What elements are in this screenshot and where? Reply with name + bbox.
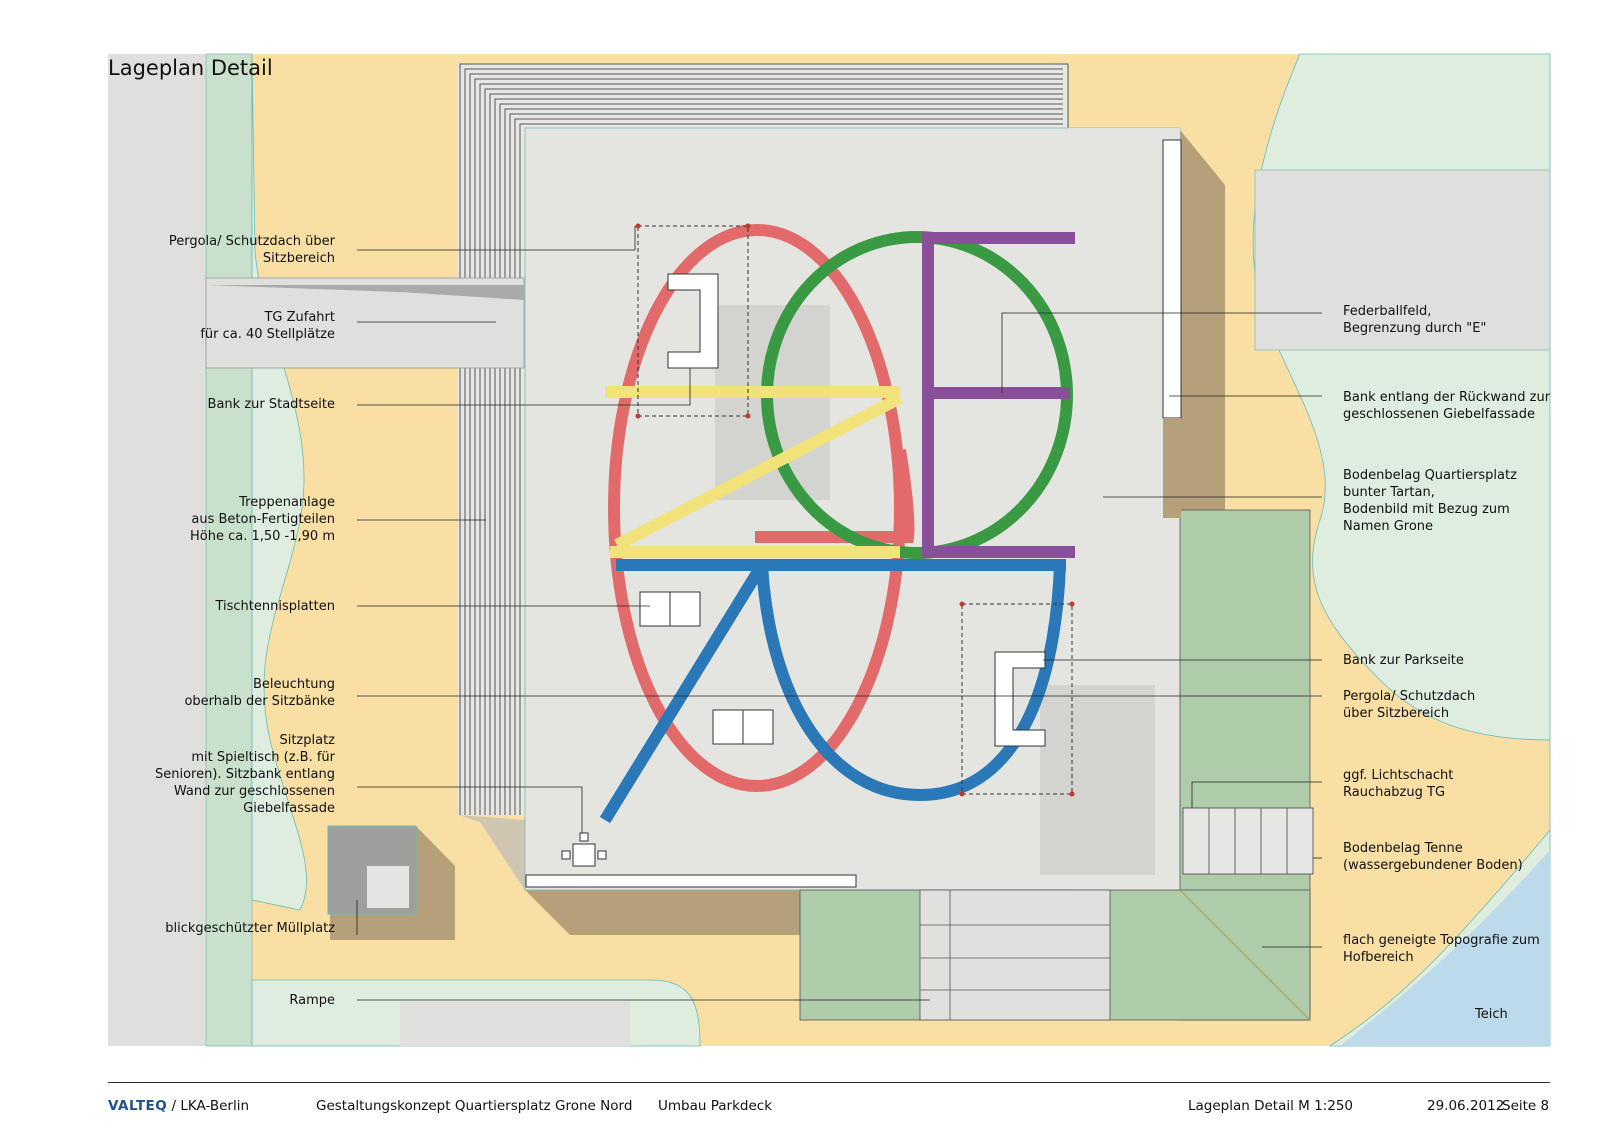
footer-page: Seite 8 xyxy=(1502,1098,1550,1114)
leader-lines xyxy=(356,226,1322,1001)
tree-strip xyxy=(205,53,253,1047)
letter-r-blue xyxy=(599,559,1066,824)
back-wall-bench xyxy=(1162,139,1182,419)
footer-partner: / LKA-Berlin xyxy=(167,1098,250,1114)
deck-shadow-right xyxy=(1180,130,1225,520)
street-left xyxy=(108,54,206,1046)
slope-line xyxy=(1179,889,1311,1021)
pond xyxy=(1340,850,1550,1046)
label-bank-parkseite: Bank zur Parkseite xyxy=(1343,653,1464,668)
stairs xyxy=(459,63,1069,815)
brand-logo: VALTEQ xyxy=(108,1098,168,1114)
bench-left xyxy=(667,273,719,369)
deck-shadow-bottom xyxy=(525,890,860,935)
letter-g-red xyxy=(608,224,906,792)
tenne-block xyxy=(1182,807,1314,875)
label-tischtennis: Tischtennisplatten xyxy=(215,599,335,614)
road-bottom xyxy=(400,1002,630,1046)
letter-e-purple xyxy=(922,232,1075,558)
footer-brand: VALTEQ / LKA-Berlin xyxy=(108,1098,249,1114)
tg-ramp-shadow xyxy=(206,285,524,300)
label-bank-stadtseite: Bank zur Stadtseite xyxy=(207,397,335,412)
footer-rule xyxy=(108,1082,1550,1083)
game-table xyxy=(572,843,596,867)
footer-date: 29.06.2012 xyxy=(1427,1098,1505,1114)
footer-project: Gestaltungskonzept Quartiersplatz Grone … xyxy=(316,1098,633,1114)
label-teich: Teich xyxy=(1475,1007,1508,1022)
rampe-block xyxy=(919,889,1111,1021)
light-posts xyxy=(635,223,1075,797)
label-federballfeld: Federballfeld,Begrenzung durch "E" xyxy=(1343,304,1487,336)
label-tenne: Bodenbelag Tenne(wassergebundener Boden) xyxy=(1343,841,1523,873)
footer-subproject: Umbau Parkdeck xyxy=(658,1098,773,1114)
label-rampe: Rampe xyxy=(289,993,335,1008)
bench-shadow xyxy=(1163,418,1181,518)
building-right xyxy=(1254,169,1551,351)
label-muellplatz: blickgeschützter Müllplatz xyxy=(165,921,335,936)
letter-z-yellow xyxy=(605,386,903,558)
letter-g-bar xyxy=(755,449,915,543)
stair-shadow xyxy=(458,815,525,890)
page-title: Lageplan Detail xyxy=(108,56,273,80)
bench-right xyxy=(994,651,1046,747)
shade-right xyxy=(1040,685,1155,875)
footer-plan: Lageplan Detail M 1:250 xyxy=(1188,1098,1354,1114)
bottom-wall xyxy=(525,874,857,888)
pergola-box-left xyxy=(637,225,749,417)
pergola-box-right xyxy=(961,603,1073,795)
